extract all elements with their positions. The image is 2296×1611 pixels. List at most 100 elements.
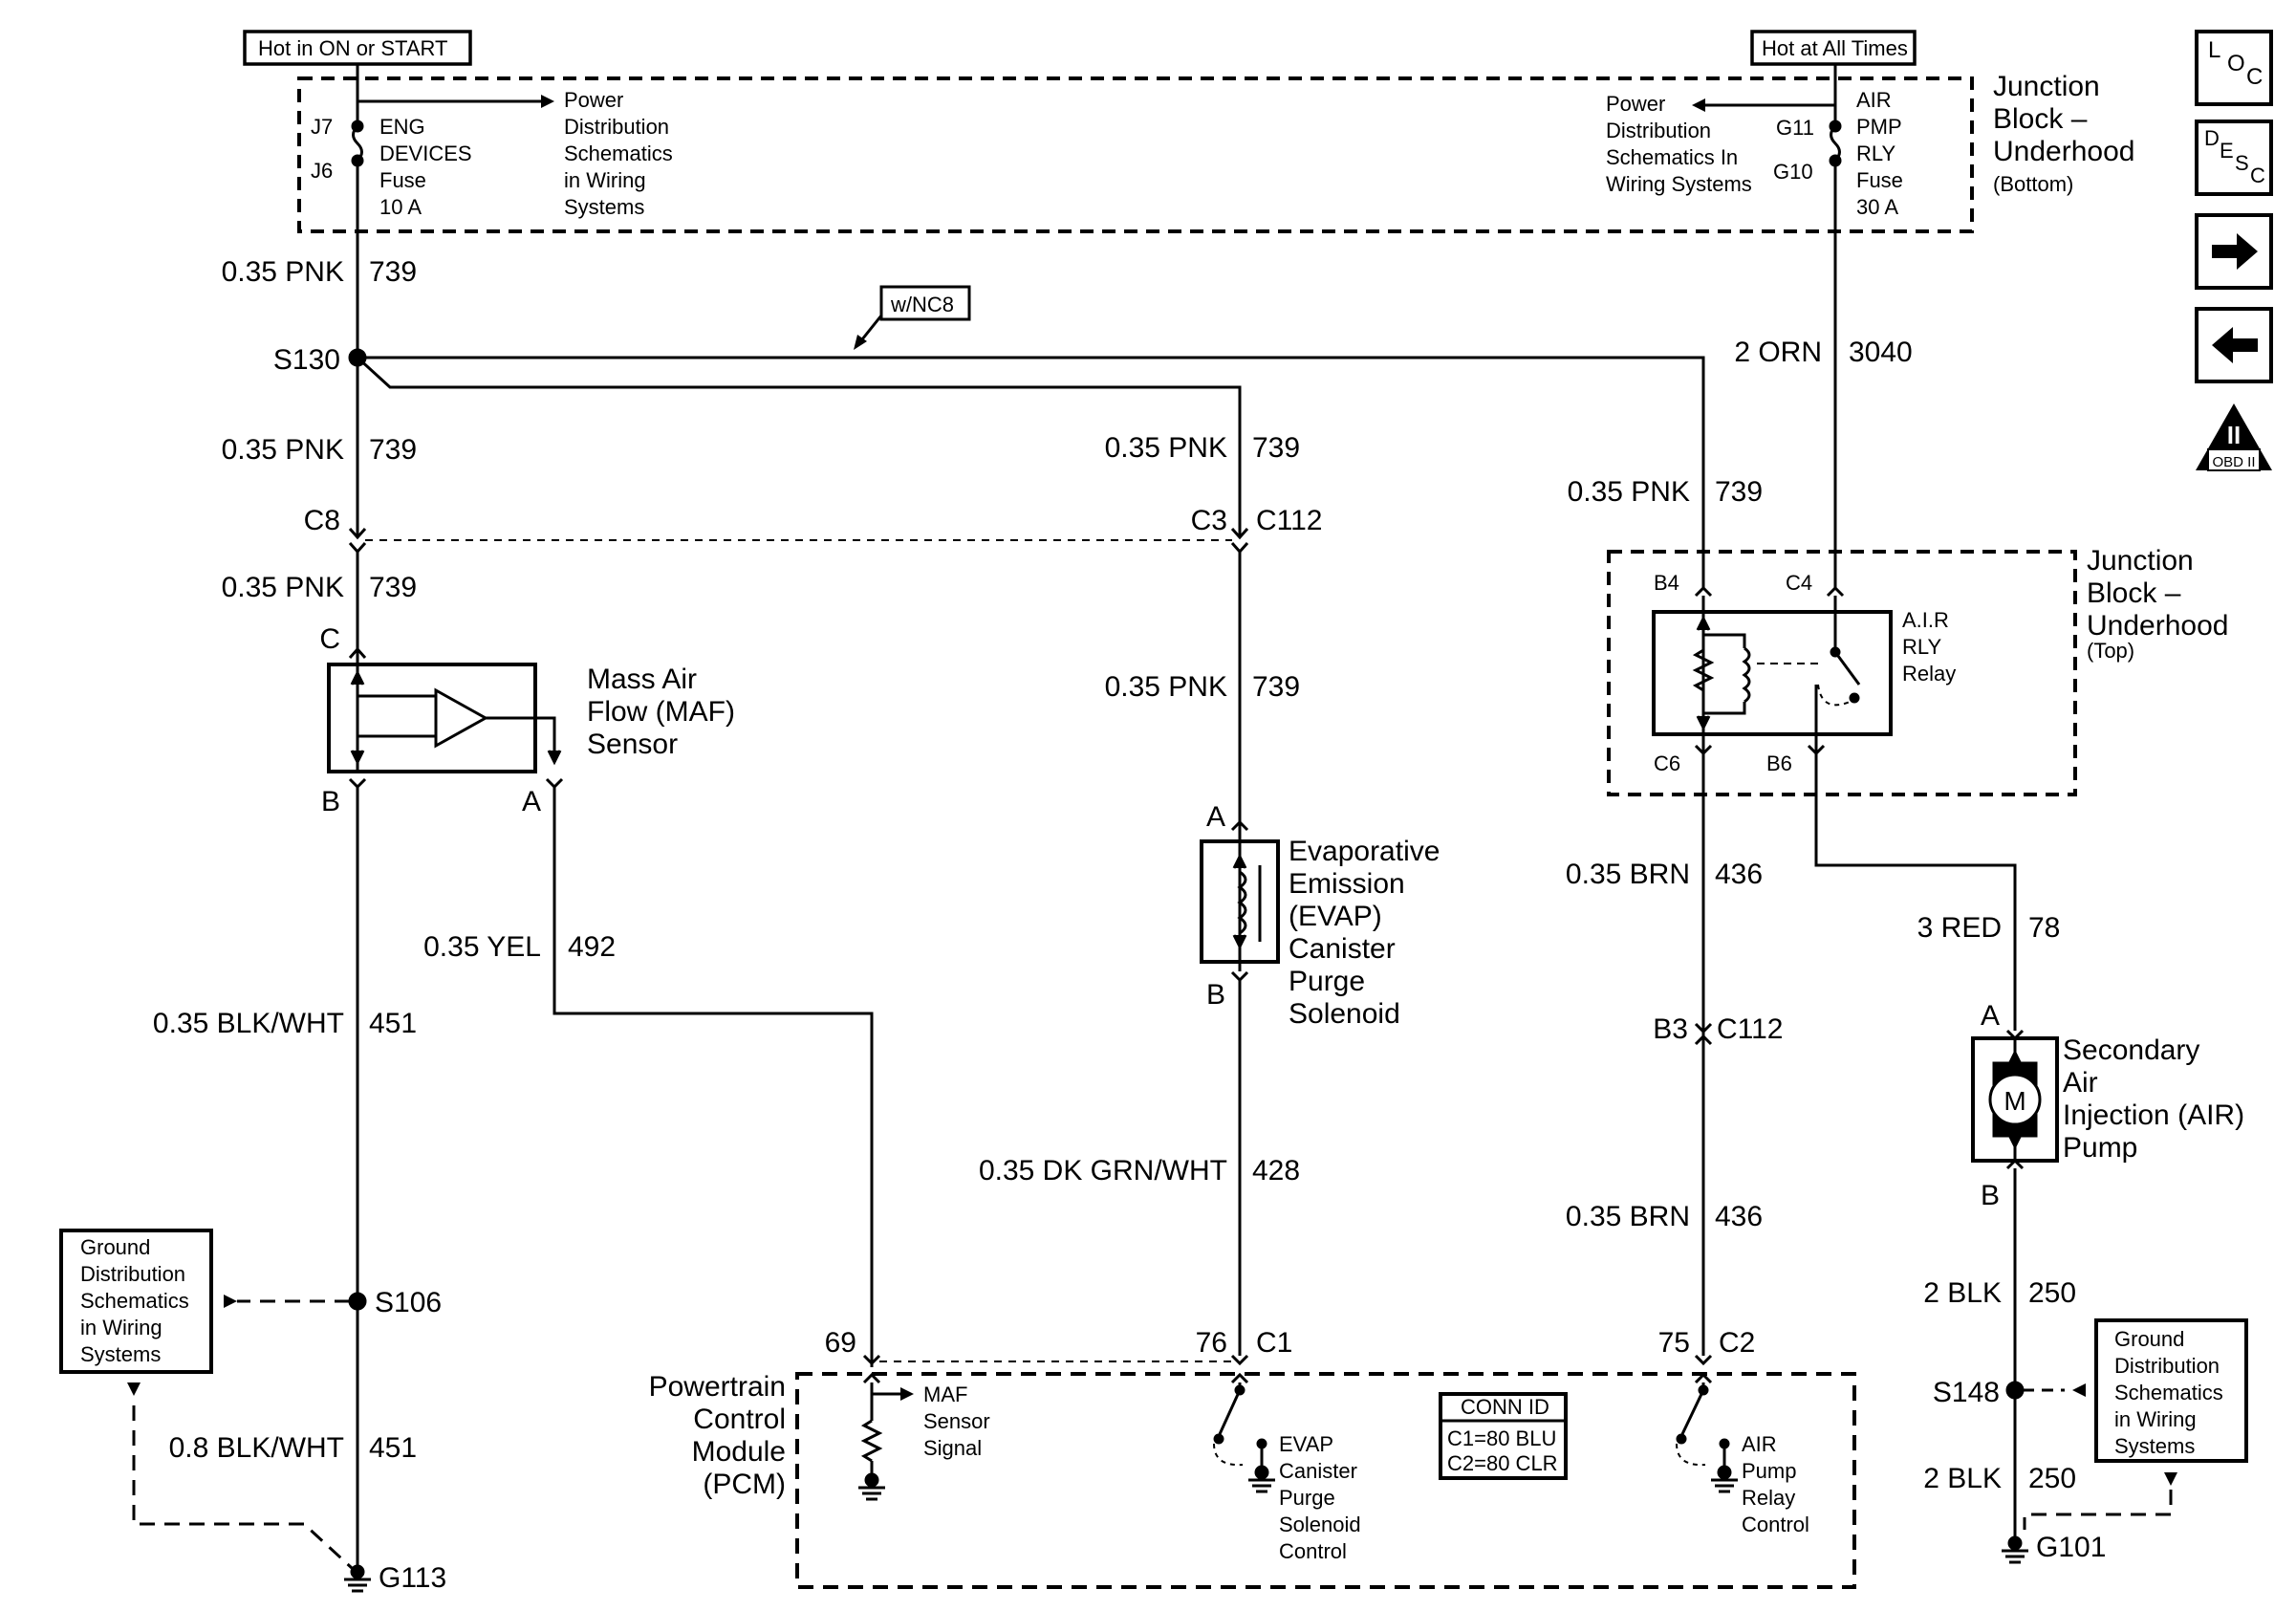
wire-739-evap xyxy=(356,356,1242,535)
obd-numeral: II xyxy=(2227,421,2241,449)
conn-id-c1: C1=80 BLU xyxy=(1447,1426,1556,1450)
junction-block-bottom-outline xyxy=(297,76,1974,233)
fuse-air-pin-bottom: G10 xyxy=(1773,160,1813,184)
ground-ref-left-2: Distribution xyxy=(80,1262,185,1286)
air-pump-name-3: Injection (AIR) xyxy=(2063,1099,2244,1131)
ground-g113-label: G113 xyxy=(379,1562,446,1594)
next-page-button[interactable] xyxy=(2195,213,2273,290)
wire-436-a-circuit: 436 xyxy=(1715,859,1763,890)
arrow-left-icon xyxy=(2212,327,2258,363)
junction-block-bottom-title-2: Block – xyxy=(1993,103,2088,135)
connector-c8: C8 xyxy=(304,505,340,536)
pcm-name-4: (PCM) xyxy=(703,1469,786,1500)
wire-739-b-circuit: 739 xyxy=(369,572,417,603)
fuse-eng-line1: ENG xyxy=(379,115,425,139)
arrow-right-icon xyxy=(2212,233,2258,270)
wire-739-d-color: 0.35 PNK xyxy=(1105,671,1227,703)
wire-739-top-color: 0.35 PNK xyxy=(222,256,344,288)
wire-451-b-circuit: 451 xyxy=(369,1432,417,1464)
conn-id-title: CONN ID xyxy=(1461,1395,1549,1419)
wire-250-a-circuit: 250 xyxy=(2028,1277,2076,1309)
wire-739-b-color: 0.35 PNK xyxy=(222,572,344,603)
splice-s106-label: S106 xyxy=(375,1287,442,1318)
wire-428-circuit: 428 xyxy=(1252,1155,1300,1186)
maf-pin-a: A xyxy=(522,786,541,817)
pcm-outline xyxy=(795,1372,1856,1589)
pcm-connector-c1: C1 xyxy=(1256,1327,1292,1359)
ground-ref-left-dashed xyxy=(132,1405,354,1570)
connector-b4: B4 xyxy=(1654,571,1679,595)
power-ref-right-3: Schematics In xyxy=(1606,145,1738,169)
pcm-name-1: Powertrain xyxy=(649,1371,786,1403)
wire-436-b-circuit: 436 xyxy=(1715,1201,1763,1232)
maf-input-resistor xyxy=(860,1419,883,1463)
wire-739-c-color: 0.35 PNK xyxy=(1105,432,1227,464)
maf-amplifier xyxy=(434,687,489,749)
fuse-air-pin-top: G11 xyxy=(1776,116,1814,140)
pcm-pin-75: 75 xyxy=(1658,1327,1690,1359)
air-relay-label-1: A.I.R xyxy=(1902,608,1949,632)
wire-451-a-color: 0.35 BLK/WHT xyxy=(153,1008,344,1039)
wire-250-a-color: 2 BLK xyxy=(1923,1277,2002,1309)
location-button[interactable]: L O C xyxy=(2195,30,2273,106)
obd-ii-button[interactable]: II OBD II xyxy=(2196,403,2272,471)
conn-id-box xyxy=(1439,1392,1568,1480)
loc-letter-c: C xyxy=(2246,64,2263,90)
motor-symbol xyxy=(1988,1073,2042,1126)
maf-sensor-name-3: Sensor xyxy=(587,729,678,760)
hot-run-label: Hot in ON or START xyxy=(258,36,447,60)
ground-ref-left-5: Systems xyxy=(80,1342,161,1366)
evap-name-3: (EVAP) xyxy=(1289,901,1382,932)
desc-letter-e: E xyxy=(2220,139,2234,163)
power-ref-right-1: Power xyxy=(1606,92,1665,116)
fuse-air-line1: AIR xyxy=(1856,88,1892,112)
maf-sensor-name-2: Flow (MAF) xyxy=(587,696,735,728)
evap-name-2: Emission xyxy=(1289,868,1405,900)
ground-ref-right-5: Systems xyxy=(2114,1434,2195,1458)
splice-s148 xyxy=(2005,1381,2025,1400)
pcm-name-3: Module xyxy=(692,1436,786,1468)
connector-b6: B6 xyxy=(1766,751,1792,775)
ground-ref-right-2: Distribution xyxy=(2114,1354,2220,1378)
wire-739-relay xyxy=(357,356,1705,588)
ground-ref-right-box xyxy=(2094,1318,2248,1463)
wire-451-a-circuit: 451 xyxy=(369,1008,417,1039)
power-ref-left-2: Distribution xyxy=(564,115,669,139)
connector-c112-top: C112 xyxy=(1256,505,1323,536)
power-ref-left-5: Systems xyxy=(564,195,644,219)
description-button[interactable]: D E S C xyxy=(2195,120,2273,196)
fuse-air-line3: RLY xyxy=(1856,142,1895,165)
fuse-eng-pin-top: J7 xyxy=(311,115,333,139)
wire-739-e-circuit: 739 xyxy=(1715,476,1763,508)
power-ref-right-2: Distribution xyxy=(1606,119,1711,142)
fuse-eng-line4: 10 A xyxy=(379,195,422,219)
evap-name-4: Canister xyxy=(1289,933,1396,965)
junction-block-top-title-2: Block – xyxy=(2087,577,2181,609)
pcm-air-control-2: Pump xyxy=(1742,1459,1796,1483)
loc-letter-l: L xyxy=(2208,37,2220,63)
junction-block-top-title-1: Junction xyxy=(2087,545,2194,577)
fuse-air-line5: 30 A xyxy=(1856,195,1898,219)
junction-block-top-title-3: Underhood xyxy=(2087,610,2228,642)
ground-ref-right-1: Ground xyxy=(2114,1327,2184,1351)
maf-sensor-name-1: Mass Air xyxy=(587,664,697,695)
wire-739-c-circuit: 739 xyxy=(1252,432,1300,464)
wire-739-d-circuit: 739 xyxy=(1252,671,1300,703)
wire-428-color: 0.35 DK GRN/WHT xyxy=(979,1155,1227,1186)
splice-s106 xyxy=(348,1292,367,1311)
evap-name-5: Purge xyxy=(1289,966,1365,997)
pcm-connector-c2: C2 xyxy=(1719,1327,1755,1359)
air-pin-a: A xyxy=(1981,1000,2000,1032)
junction-block-bottom-title-1: Junction xyxy=(1993,71,2100,102)
wire-739-a-circuit: 739 xyxy=(369,434,417,466)
junction-block-bottom-title-3: Underhood xyxy=(1993,136,2134,167)
connector-c4: C4 xyxy=(1786,571,1812,595)
previous-page-button[interactable] xyxy=(2195,307,2273,383)
wire-78-color: 3 RED xyxy=(1917,912,2002,944)
pcm-air-control-3: Relay xyxy=(1742,1486,1795,1510)
air-pump-name-2: Air xyxy=(2063,1067,2098,1099)
wire-739-a-color: 0.35 PNK xyxy=(222,434,344,466)
wire-250-b-circuit: 250 xyxy=(2028,1463,2076,1494)
ground-ref-right-4: in Wiring xyxy=(2114,1407,2197,1431)
